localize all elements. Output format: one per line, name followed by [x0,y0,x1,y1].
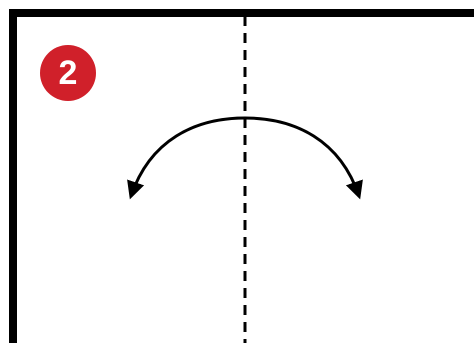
step-number-text: 2 [58,54,78,92]
step-number-badge: 2 [40,45,96,101]
paper-outline [9,9,474,343]
double-headed-curved-arrow-icon [127,116,363,200]
